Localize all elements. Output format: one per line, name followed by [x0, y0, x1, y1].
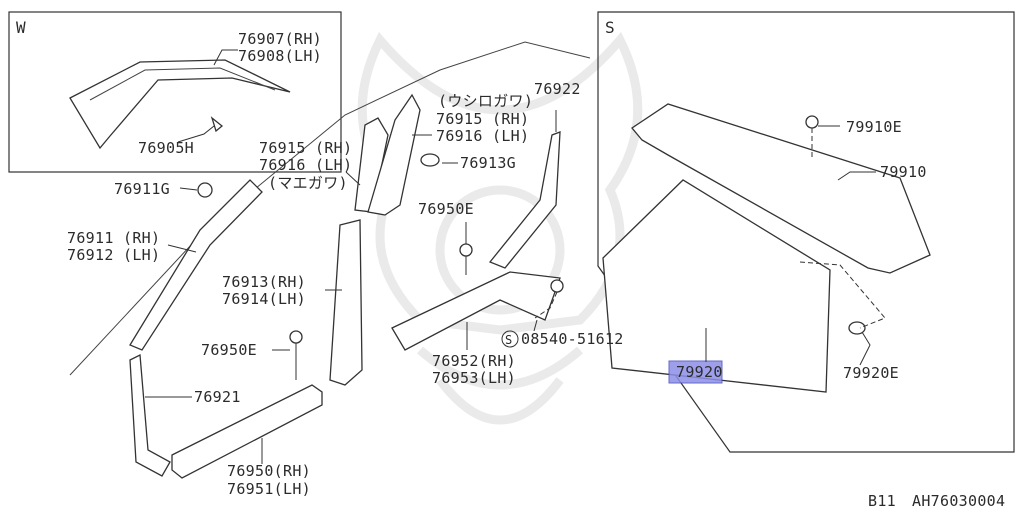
part-79910 [631, 103, 931, 274]
roof-outline [69, 41, 591, 376]
label-08540: 08540-51612 [521, 330, 624, 348]
part-76922 [488, 131, 561, 269]
screw-76950E-lower [289, 330, 303, 380]
label-76915-rear: 76915 (RH) [436, 110, 529, 128]
label-76908: 76908(LH) [238, 47, 322, 65]
section-s-label: S [605, 18, 615, 37]
inset-w-frame [8, 11, 342, 173]
label-76911: 76911 (RH) [67, 229, 160, 247]
label-76953: 76953(LH) [432, 369, 516, 387]
label-76915-front: 76915 (RH) [259, 139, 352, 157]
footer-code: AH76030004 [912, 492, 1005, 510]
quarter-window-trim [69, 59, 291, 150]
leader-79920E [859, 331, 871, 366]
leader-79910 [837, 171, 876, 181]
label-76913G: 76913G [460, 154, 516, 172]
label-76907: 76907(RH) [238, 30, 322, 48]
label-76912: 76912 (LH) [67, 246, 160, 264]
part-76950 [171, 384, 323, 479]
label-76921: 76921 [194, 388, 241, 406]
label-76911G: 76911G [114, 180, 170, 198]
label-76916-rear: 76916 (LH) [436, 127, 529, 145]
label-76950E-lower: 76950E [201, 341, 257, 359]
label-79910E: 79910E [846, 118, 902, 136]
clip-76911G [197, 182, 213, 198]
part-76915-rear [367, 93, 421, 216]
inset-w-label: W [16, 18, 26, 37]
leader-76907 [213, 49, 238, 66]
label-76913: 76913(RH) [222, 273, 306, 291]
label-76916-front: 76916 (LH) [259, 156, 352, 174]
clip-76913G [420, 153, 440, 167]
screw-symbol: S [501, 330, 519, 348]
screw-76950E-upper [459, 243, 473, 275]
leader-08540 [533, 319, 538, 332]
label-76922: 76922 [534, 80, 581, 98]
screw-symbol-letter: S [505, 333, 512, 347]
label-maegawa: (マエガワ) [268, 174, 348, 192]
highlight-79920 [668, 360, 723, 384]
label-76950E-upper: 76950E [418, 200, 474, 218]
part-76913 [329, 219, 363, 386]
part-76911 [129, 179, 263, 351]
label-76952: 76952(RH) [432, 352, 516, 370]
label-79910: 79910 [880, 163, 927, 181]
part-76952 [391, 271, 561, 351]
screw-08540 [534, 279, 564, 319]
leader-76911 [167, 244, 197, 253]
footer-model: B11 [868, 492, 896, 510]
leader-76915-front [345, 171, 361, 186]
screw-79910E [805, 115, 819, 160]
leader-76905H [177, 125, 215, 143]
label-79920E: 79920E [843, 364, 899, 382]
label-ushirogawa: (ウシロガワ) [438, 92, 533, 110]
part-76921 [129, 353, 171, 477]
clip-79920E [799, 261, 886, 335]
leader-76911G [179, 187, 198, 191]
part-79920 [602, 179, 831, 393]
label-76914: 76914(LH) [222, 290, 306, 308]
label-76905H: 76905H [138, 139, 194, 157]
label-76950: 76950(RH) [227, 462, 311, 480]
label-76951: 76951(LH) [227, 480, 311, 498]
label-79920: 79920 [676, 363, 723, 381]
section-s-frame [597, 11, 1015, 453]
